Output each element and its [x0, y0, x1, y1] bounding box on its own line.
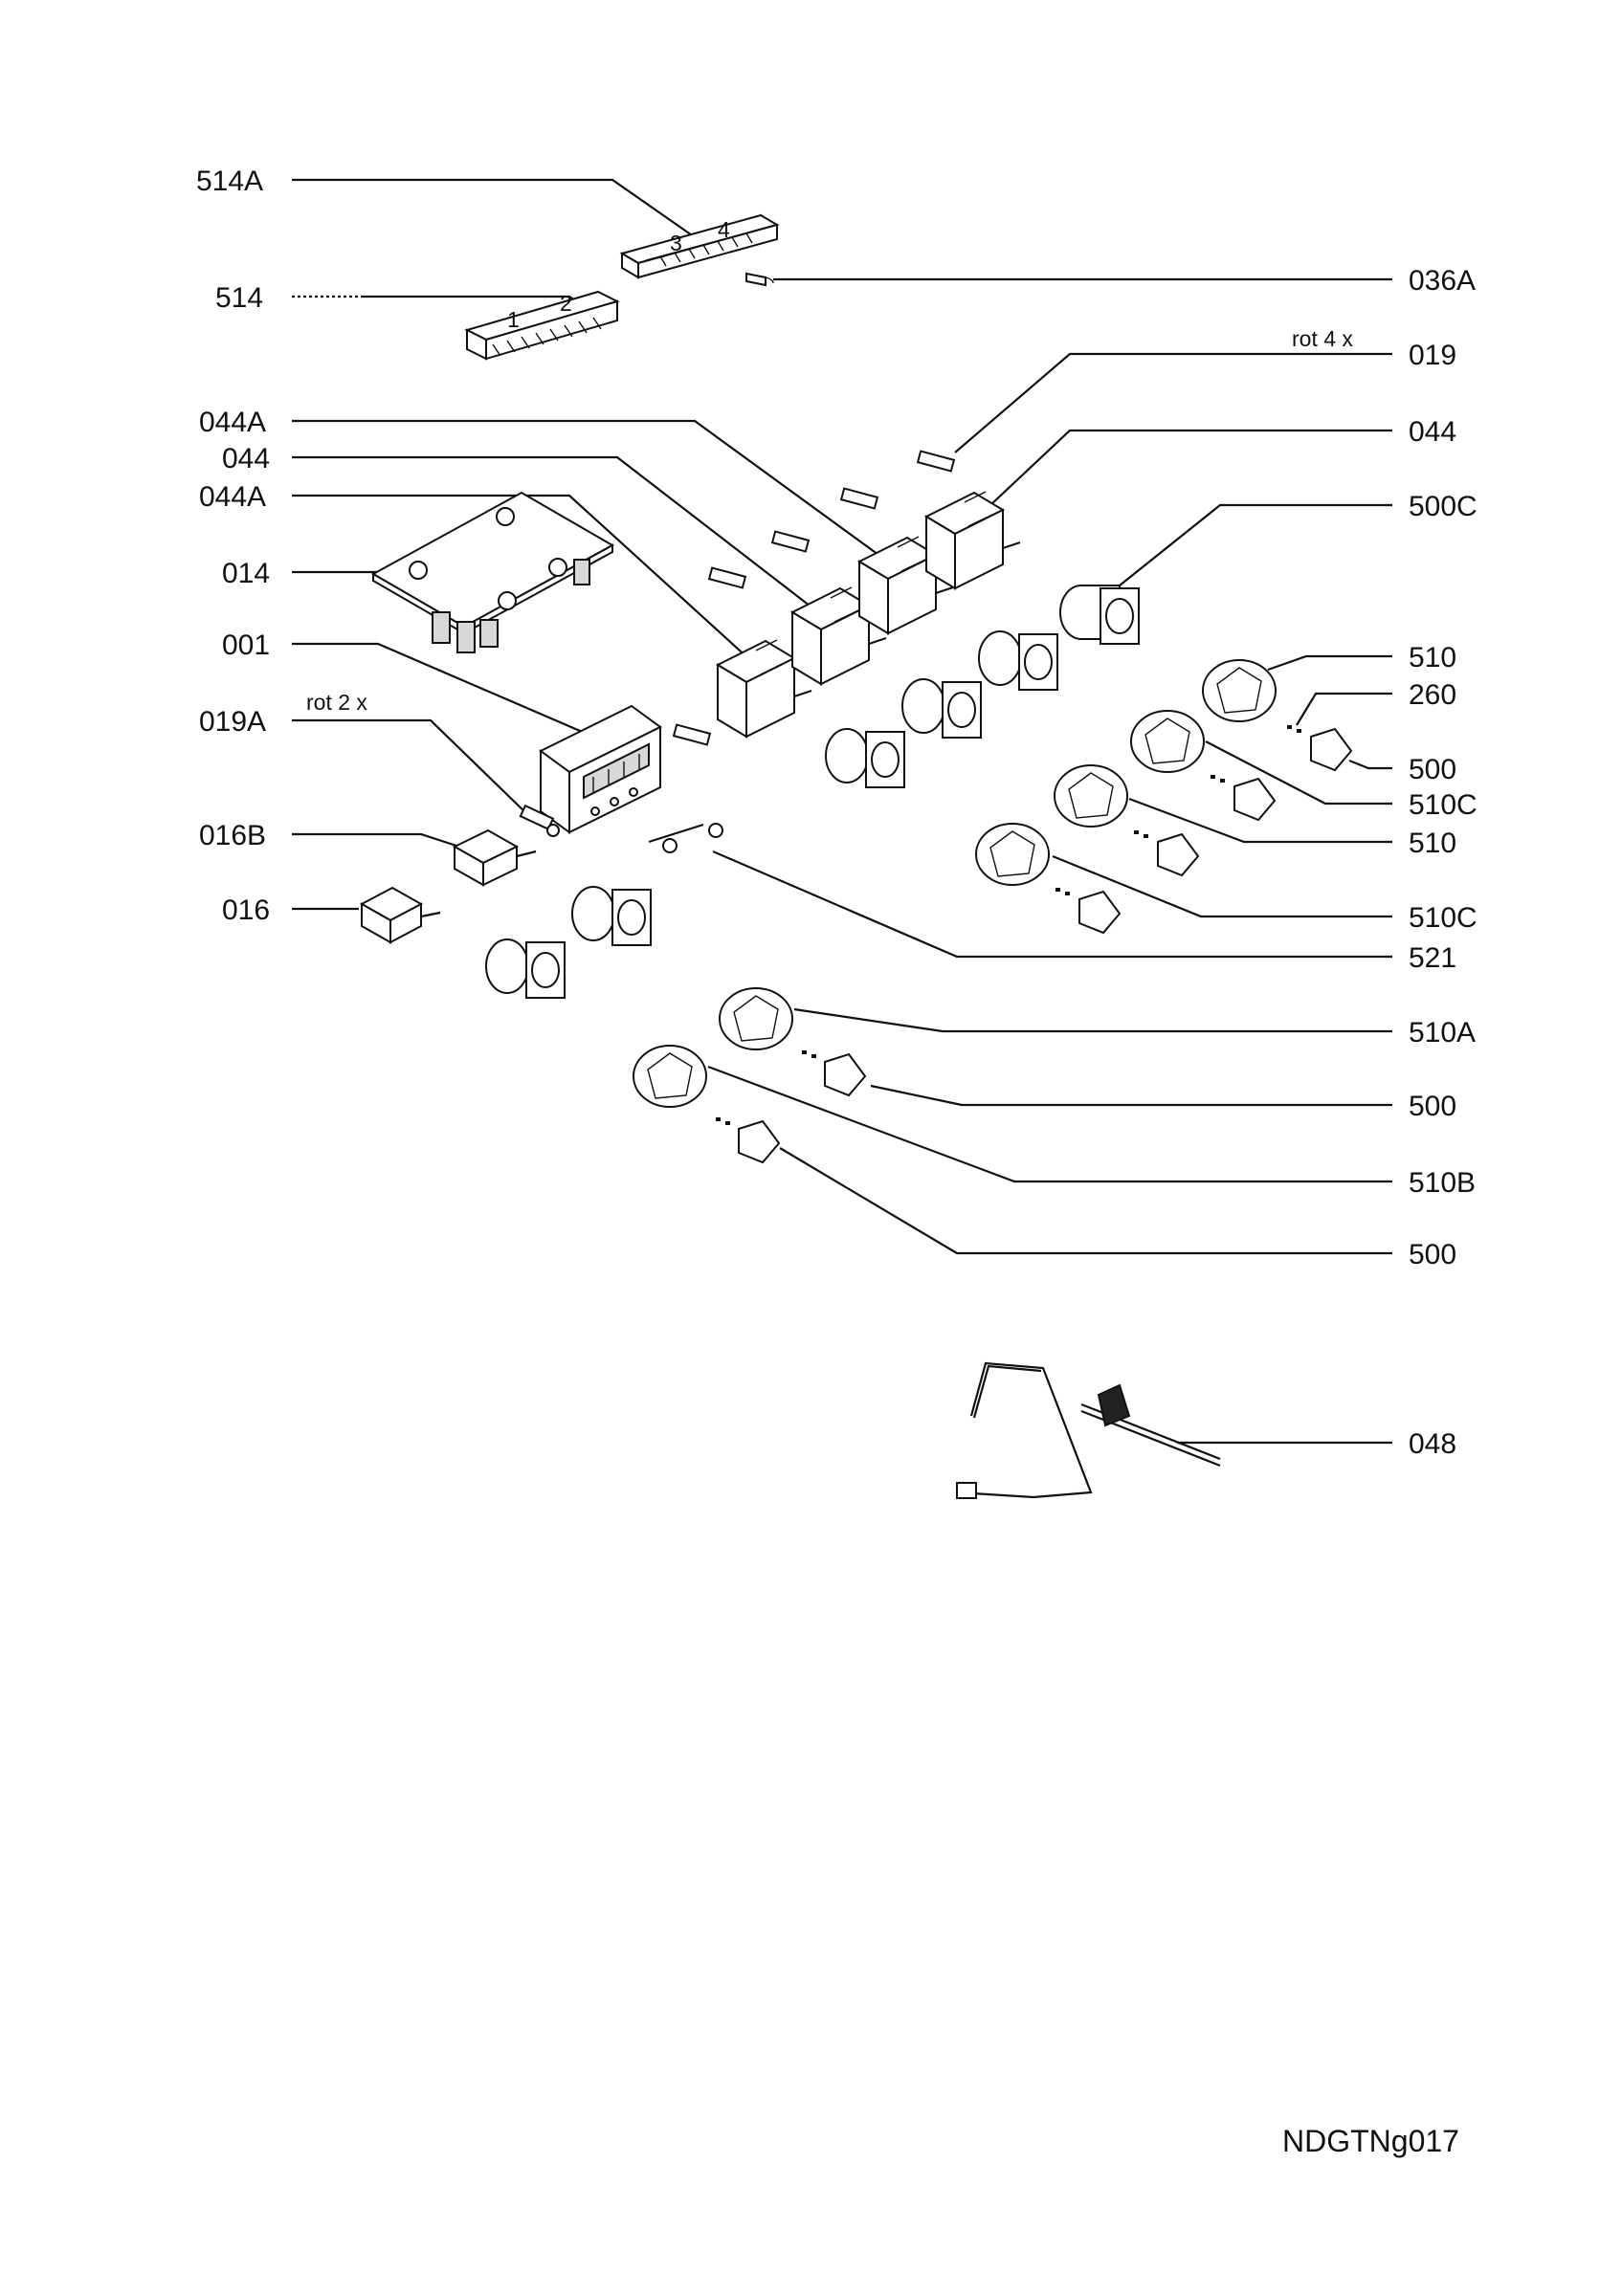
bezel-510A — [719, 987, 793, 1050]
note-rot-4x: rot 4 x — [1292, 326, 1353, 351]
leader-500-2 — [870, 1084, 1392, 1107]
knob-housing-500C-4 — [825, 728, 905, 788]
label-510C-first: 510C — [1409, 789, 1478, 821]
leader-510A — [793, 1007, 1392, 1033]
regulator-044A-left — [715, 639, 812, 739]
leader-510C-2 — [1052, 854, 1392, 918]
leader-044-right — [989, 429, 1392, 506]
circuit-board-014 — [370, 491, 615, 653]
knob-housing-500C-3 — [901, 678, 982, 739]
label-510A: 510A — [1409, 1017, 1476, 1049]
label-510B: 510B — [1409, 1167, 1476, 1199]
knob-500-2 — [802, 1050, 867, 1097]
knob-housing-lower-1 — [571, 886, 652, 946]
leader-514A — [292, 178, 696, 238]
label-036A: 036A — [1409, 265, 1476, 297]
leader-500-3 — [779, 1147, 1392, 1255]
label-514: 514 — [215, 282, 263, 314]
pins-019 — [672, 450, 956, 746]
bezel-510C-2 — [975, 823, 1050, 886]
label-510-first: 510 — [1409, 642, 1456, 673]
leader-016B — [292, 832, 460, 849]
knob-500-510C-1 — [1211, 775, 1277, 822]
label-044-left: 044 — [222, 443, 270, 475]
label-500-third: 500 — [1409, 1239, 1456, 1270]
note-rot-2x: rot 2 x — [306, 690, 367, 715]
display-module-001 — [539, 704, 662, 834]
label-016: 016 — [222, 894, 270, 926]
leader-044A-1 — [292, 419, 886, 561]
leader-510-2 — [1128, 797, 1392, 844]
label-019: 019 — [1409, 340, 1456, 371]
temperature-probe-048 — [956, 1361, 1221, 1499]
label-510C-second: 510C — [1409, 902, 1478, 934]
switch-016B — [452, 828, 537, 887]
label-016B: 016B — [199, 820, 266, 851]
switch-016 — [359, 886, 441, 944]
label-500-first: 500 — [1409, 754, 1456, 785]
knob-500-510-2 — [1134, 830, 1200, 877]
bezel-510-2 — [1054, 764, 1128, 828]
svg-text:2: 2 — [560, 291, 572, 316]
label-500-second: 500 — [1409, 1091, 1456, 1122]
label-521: 521 — [1409, 942, 1456, 974]
leader-019A — [292, 718, 532, 819]
connector-block-514: 1 2 — [464, 290, 620, 361]
leader-044-left — [292, 455, 819, 613]
leader-510-1 — [1267, 654, 1392, 672]
leader-044A-2 — [292, 494, 762, 671]
knob-housing-500C — [1059, 585, 1140, 645]
knob-019A — [519, 804, 560, 837]
label-019A: 019A — [199, 706, 266, 738]
leader-521 — [712, 850, 1392, 959]
regulator-044-left — [789, 586, 887, 686]
leader-lines — [292, 178, 1392, 1445]
label-500C: 500C — [1409, 491, 1478, 522]
label-044A-top: 044A — [199, 407, 266, 438]
clip-036A — [745, 272, 774, 287]
drawing-code: NDGTNg017 — [1282, 2124, 1459, 2158]
label-048: 048 — [1409, 1428, 1456, 1460]
label-001: 001 — [222, 629, 270, 661]
svg-text:1: 1 — [507, 307, 520, 332]
leader-001 — [292, 642, 594, 739]
label-044-right: 044 — [1409, 416, 1456, 448]
leader-500C — [1109, 503, 1392, 594]
knob-500-3 — [716, 1117, 781, 1164]
spacer-521 — [648, 823, 723, 853]
knob-500-1 — [1287, 725, 1353, 772]
label-044A-second: 044A — [199, 481, 266, 513]
svg-text:3: 3 — [670, 231, 682, 255]
leader-510C-1 — [1205, 740, 1392, 806]
knob-housing-500C-2 — [978, 630, 1058, 691]
knob-housing-lower-2 — [485, 938, 566, 999]
bezel-510B — [633, 1045, 707, 1108]
svg-text:4: 4 — [718, 217, 730, 242]
label-260: 260 — [1409, 679, 1456, 711]
regulator-044-right — [923, 491, 1021, 590]
label-014: 014 — [222, 558, 270, 589]
label-510-second: 510 — [1409, 828, 1456, 859]
leader-510B — [707, 1065, 1392, 1183]
part-labels: 514A 514 036A rot 4 x 019 044A 044 044A … — [196, 166, 1478, 2158]
bezel-510C-1 — [1130, 710, 1205, 773]
leader-019 — [954, 352, 1392, 453]
connector-block-514A: 3 4 — [619, 213, 780, 279]
bezel-510-1 — [1202, 659, 1277, 722]
knob-500-510C-2 — [1055, 888, 1122, 935]
label-514A: 514A — [196, 166, 263, 197]
leader-500-1 — [1348, 759, 1392, 770]
regulator-044A-right — [856, 536, 954, 635]
leader-260 — [1296, 692, 1392, 726]
